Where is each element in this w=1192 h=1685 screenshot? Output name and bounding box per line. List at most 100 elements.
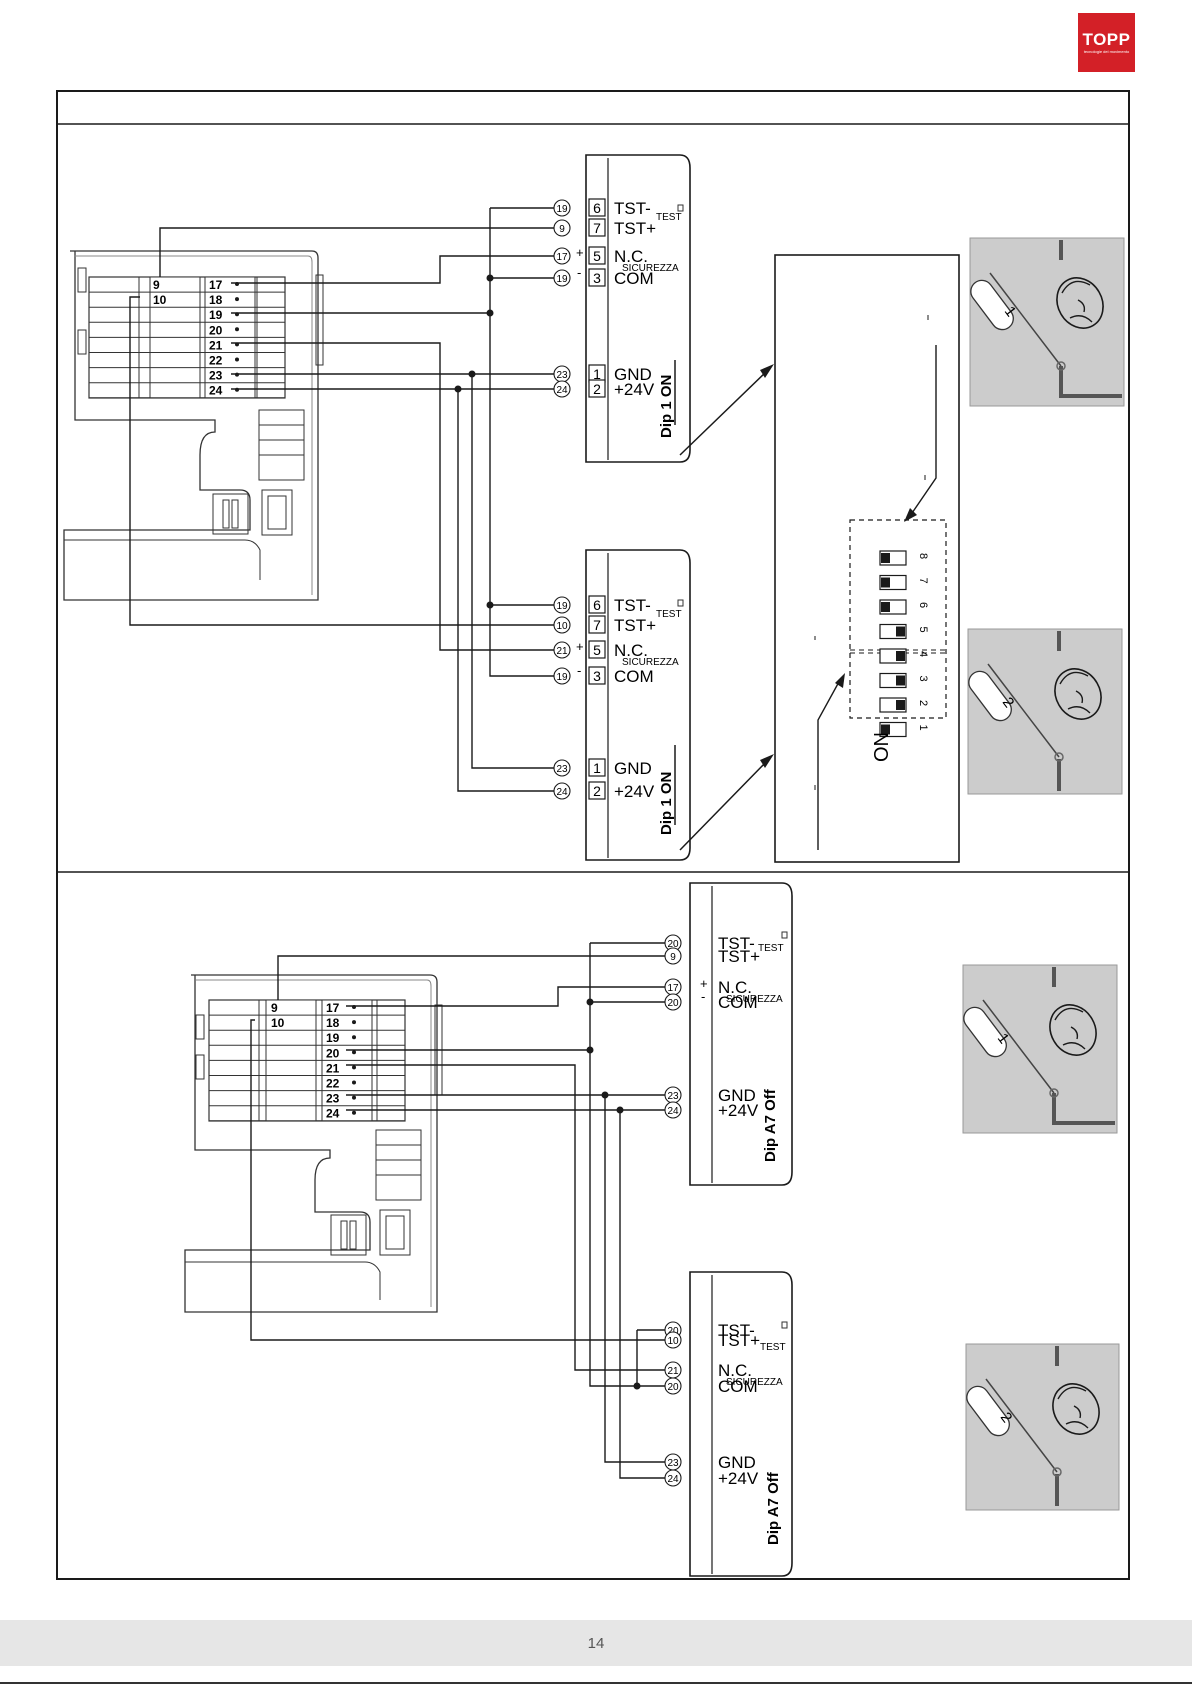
dip-number-1: 1	[917, 725, 929, 731]
sensor_top_2-test-label: TEST	[656, 609, 682, 620]
bottom-rule	[0, 1682, 1192, 1684]
board-bottom-terminal-20: 20	[326, 1046, 340, 1060]
sensor_bottom_1-wire-1: 9	[670, 952, 676, 963]
sensor_top_1-plus: +	[576, 245, 584, 260]
sensor_top_2-terminal-7: 7	[593, 617, 601, 633]
callout-arrows	[679, 369, 769, 851]
sensor_bottom_2-safety-label: SICUREZZA	[726, 1377, 783, 1388]
board-bottom-terminal-18: 18	[326, 1016, 340, 1030]
sensor-housing-bottom-2	[689, 1271, 793, 1577]
sensor_bottom_2-test-label: TEST	[760, 1342, 786, 1353]
door-icon-bottom-1: 1	[962, 964, 1118, 1134]
sensor_top_2-dip-label: Dip 1 ON	[658, 772, 675, 835]
sensor_bottom_2-label-3: COM	[718, 1377, 758, 1396]
door-icon-top-1: 1	[969, 237, 1125, 407]
board-bottom-terminal-21: 21	[326, 1061, 340, 1075]
sensor_top_1-label-3: COM	[614, 269, 654, 288]
sensor_top_2-wire-5: 24	[556, 787, 568, 798]
dip-on-label: ON	[871, 732, 893, 762]
board-top-terminal-19: 19	[209, 308, 223, 322]
sensor_bottom_1-test-label: TEST	[758, 943, 784, 954]
sensor_top_1-label-5: +24V	[614, 380, 655, 399]
sensor_top_2-terminal-3: 3	[593, 668, 601, 684]
wire-junctions-bottom	[586, 998, 641, 1390]
sensor_top_1-wire-0: 19	[556, 204, 568, 215]
board-bottom-terminal-19: 19	[326, 1031, 340, 1045]
sensor_top_2-terminal-2: 2	[593, 783, 601, 799]
sensor_bottom_1-safety-label: SICUREZZA	[726, 994, 783, 1005]
board-top-terminal-20: 20	[209, 323, 223, 337]
board-top-terminal-23: 23	[209, 369, 223, 383]
board-top-terminal-21: 21	[209, 338, 223, 352]
sensor_bottom_2-label-4: GND	[718, 1453, 756, 1472]
sensor_top_1-test-label: TEST	[656, 212, 682, 223]
board-bottom-terminal-17: 17	[326, 1001, 340, 1015]
sensor_top_2-plus: +	[576, 639, 584, 654]
sensor_top_1-terminal-7: 7	[593, 220, 601, 236]
sensor_top_2-label-4: GND	[614, 759, 652, 778]
wiring-bottom	[250, 942, 665, 1479]
dip-number-3: 3	[917, 676, 929, 682]
board-bottom-terminal-10: 10	[271, 1016, 285, 1030]
sensor_top_2-label-2: N.C.	[614, 641, 648, 660]
sensor_bottom_2-label-2: N.C.	[718, 1361, 752, 1380]
sensor_bottom_1-label-3: COM	[718, 993, 758, 1012]
sensor_bottom_2-wire-2: 21	[667, 1366, 679, 1377]
sensor_bottom_1-label-2: N.C.	[718, 978, 752, 997]
sensor_top_1-dip-label: Dip 1 ON	[658, 375, 675, 438]
sensor_top_1-terminal-6: 6	[593, 200, 601, 216]
sensor_bottom_2-wire-3: 20	[667, 1382, 679, 1393]
sensor_top_1-wire-1: 9	[559, 224, 565, 235]
sensor_top_2-wire-1: 10	[556, 621, 568, 632]
sensor_bottom_1-minus: -	[701, 989, 705, 1004]
brand-logo: TOPP tecnologie del movimento	[1078, 13, 1135, 72]
diagram-frame	[56, 90, 1130, 1580]
sensor_top_2-label-1: TST+	[614, 616, 656, 635]
sensor-housing-bottom-1	[689, 882, 793, 1186]
sensor_bottom_2-dip-label: Dip A7 Off	[765, 1471, 782, 1545]
logo-tagline: tecnologie del movimento	[1083, 48, 1130, 54]
board-bottom-terminal-23: 23	[326, 1092, 340, 1106]
sensor_top_1-minus: -	[577, 265, 581, 280]
sensor_top_2-wire-3: 19	[556, 672, 568, 683]
door-icon-top-2: 2	[967, 628, 1123, 795]
sensor-housing-top-2	[585, 549, 691, 861]
sensor_top_2-wire-2: 21	[556, 646, 568, 657]
sensor_top_1-wire-3: 19	[556, 274, 568, 285]
sensor_bottom_2-wire-4: 23	[667, 1458, 679, 1469]
sensor_top_1-wire-4: 23	[556, 370, 568, 381]
dip-number-8: 8	[917, 553, 929, 559]
board-bottom-terminal-22: 22	[326, 1077, 340, 1091]
dip-number-5: 5	[917, 627, 929, 633]
sensor_top_2-wire-4: 23	[556, 764, 568, 775]
logo-brand: TOPP	[1082, 29, 1131, 49]
sensor_top_2-label-0: TST-	[614, 596, 651, 615]
board-top-terminal-10: 10	[153, 293, 167, 307]
wire-junctions-top	[454, 274, 494, 609]
sensor_top_2-wire-0: 19	[556, 601, 568, 612]
board-top-terminal-9: 9	[153, 278, 160, 292]
sensor_top_2-safety-label: SICUREZZA	[622, 657, 679, 668]
dip-number-6: 6	[917, 602, 929, 608]
sensor_top_1-wire-5: 24	[556, 385, 568, 396]
board-bottom-terminal-24: 24	[326, 1107, 340, 1121]
sensor_top_1-wire-2: 17	[556, 252, 568, 263]
dip-number-2: 2	[917, 700, 929, 706]
page-footer: 14	[0, 1620, 1192, 1666]
sensor_bottom_1-label-1: TST+	[718, 947, 760, 966]
page-number: 14	[587, 1634, 605, 1652]
wiring-top	[129, 207, 554, 792]
sensor-housing-top-1	[585, 154, 691, 463]
sensor_top_1-terminal-5: 5	[593, 248, 601, 264]
sensor_bottom_2-label-1: TST+	[718, 1331, 760, 1350]
sensor_bottom_1-wire-2: 17	[667, 983, 679, 994]
door-icon-bottom-2: 2	[965, 1343, 1120, 1511]
sensor_top_1-terminal-1: 1	[593, 366, 601, 382]
sensor_top_1-terminal-2: 2	[593, 381, 601, 397]
sensor_top_1-label-4: GND	[614, 365, 652, 384]
sensor_bottom_1-wire-4: 23	[667, 1091, 679, 1102]
